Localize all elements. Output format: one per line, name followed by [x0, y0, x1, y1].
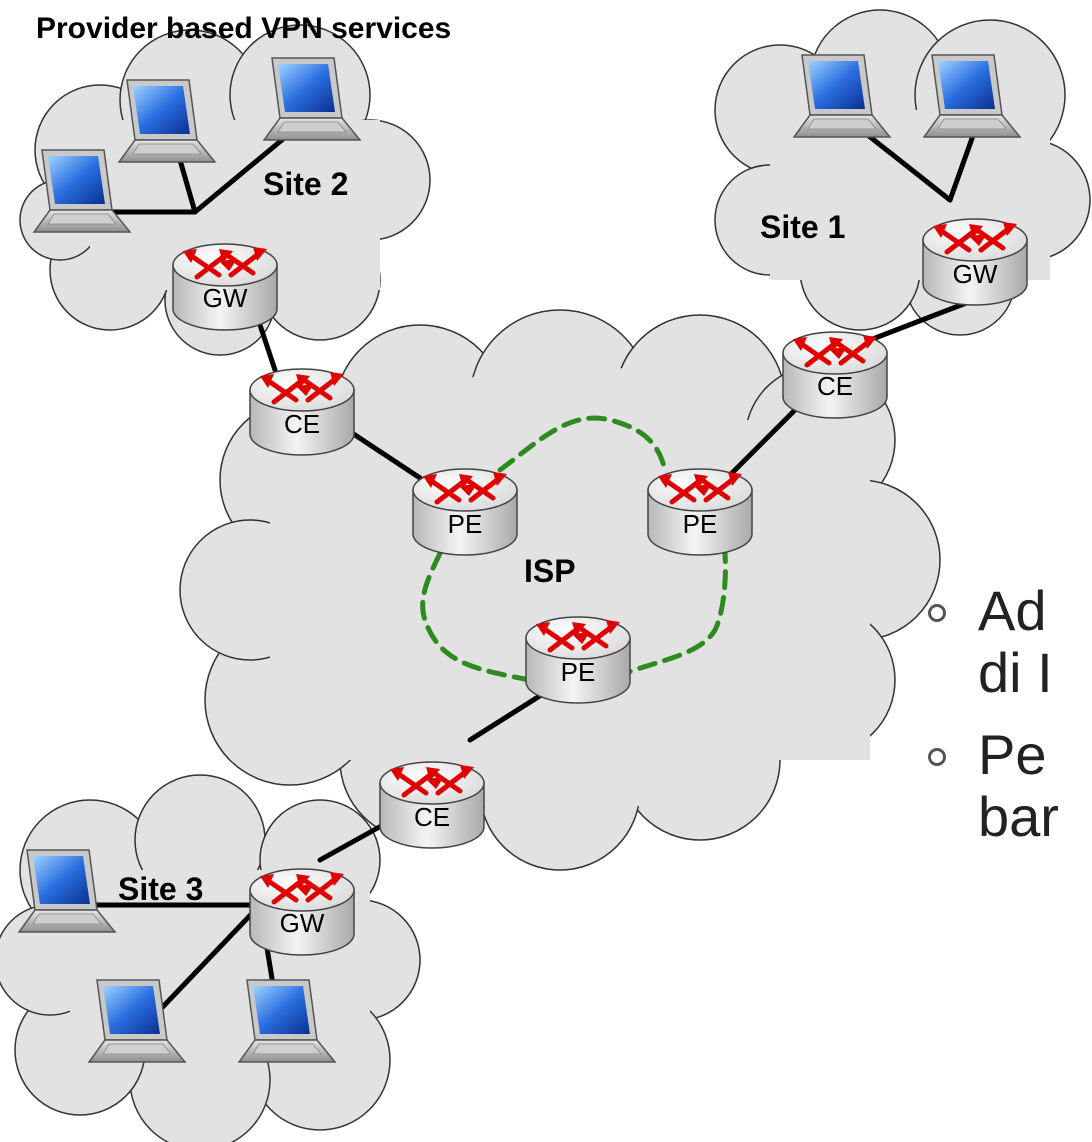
pe-label: PE: [561, 657, 596, 687]
gw-label: GW: [953, 259, 998, 289]
bullet-item: Pe bar: [928, 724, 1059, 848]
pe-label: PE: [683, 509, 718, 539]
isp-label: ISP: [524, 553, 576, 589]
site-3-label: Site 3: [118, 871, 203, 907]
pe-label: PE: [448, 509, 483, 539]
gw-label: GW: [203, 283, 248, 313]
vpn-tunnel: [420, 415, 728, 683]
gw-label: GW: [280, 908, 325, 938]
bullet-text-line: di I: [978, 641, 1053, 704]
site-2-label: Site 2: [263, 166, 348, 202]
bullet-circle-icon: [928, 748, 946, 766]
ce-label: CE: [817, 371, 853, 401]
site-1-label: Site 1: [760, 209, 845, 245]
ce-label: CE: [284, 409, 320, 439]
bullet-text-line: Pe: [978, 723, 1047, 786]
bullet-circle-icon: [928, 604, 946, 622]
bullet-text-line: Ad: [978, 579, 1047, 642]
page-title: Provider based VPN services: [36, 12, 452, 45]
ce-label: CE: [414, 802, 450, 832]
bullet-text-line: bar: [978, 785, 1059, 848]
bullet-item: Ad di I: [928, 580, 1059, 704]
bullet-list: Ad di I Pe bar: [928, 580, 1059, 868]
